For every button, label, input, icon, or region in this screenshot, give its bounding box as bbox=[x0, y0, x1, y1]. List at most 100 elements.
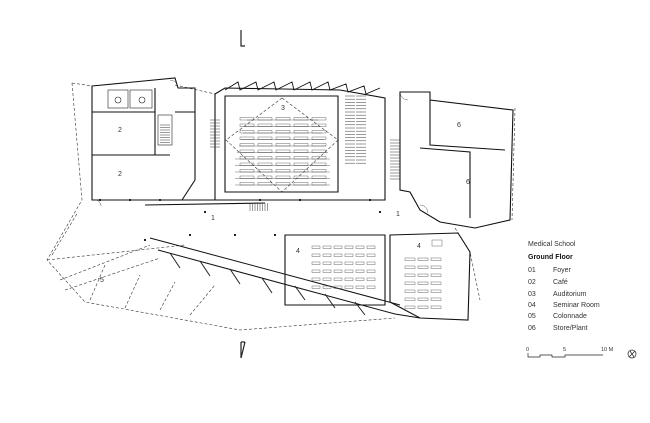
seminar-seat bbox=[404, 257, 416, 261]
seminar-seat bbox=[430, 289, 442, 293]
seminar-seat bbox=[404, 305, 416, 309]
seat-block bbox=[311, 143, 327, 147]
seminar-seat bbox=[322, 285, 332, 289]
seminar-seat bbox=[430, 297, 442, 301]
column bbox=[259, 199, 261, 201]
column bbox=[129, 199, 131, 201]
legend-name: Café bbox=[553, 279, 568, 286]
seminar-seat bbox=[322, 245, 332, 249]
seat-block bbox=[257, 169, 273, 173]
seat-block bbox=[275, 182, 291, 186]
column bbox=[369, 199, 371, 201]
cafe-service-rooms bbox=[107, 89, 173, 146]
seat-block bbox=[311, 175, 327, 179]
seminar-seat bbox=[344, 261, 354, 265]
door-swings bbox=[94, 79, 429, 214]
section-marker-bottom bbox=[240, 341, 246, 359]
seat-block bbox=[293, 149, 309, 153]
seminar-seat bbox=[404, 289, 416, 293]
seminar-seat bbox=[430, 265, 442, 269]
column bbox=[204, 211, 206, 213]
seat-block bbox=[311, 169, 327, 173]
room-label-cafe-upper: 2 bbox=[118, 127, 122, 134]
seat-block bbox=[275, 156, 291, 160]
seat-block bbox=[257, 143, 273, 147]
seminar-seat bbox=[311, 253, 321, 257]
room-label-store-upper: 6 bbox=[457, 122, 461, 129]
column bbox=[144, 239, 146, 241]
legend-name: Foyer bbox=[553, 267, 572, 274]
seminar-seat bbox=[333, 245, 343, 249]
legend-num: 02 bbox=[528, 279, 536, 286]
seat-block bbox=[275, 175, 291, 179]
legend-name: Store/Plant bbox=[553, 325, 588, 332]
seat-block bbox=[239, 143, 255, 147]
column bbox=[299, 199, 301, 201]
seminar-seat bbox=[344, 253, 354, 257]
seminar-seat bbox=[417, 257, 429, 261]
seat-block bbox=[257, 175, 273, 179]
seminar-seat bbox=[355, 253, 365, 257]
seminar-seat bbox=[417, 289, 429, 293]
seminar-seat bbox=[344, 277, 354, 281]
legend: Medical School Ground Floor 01 Foyer 02 … bbox=[528, 241, 600, 332]
room-label-seminar-left: 4 bbox=[296, 248, 300, 255]
column bbox=[189, 234, 191, 236]
seminar-seat bbox=[344, 285, 354, 289]
auditorium-seating bbox=[235, 117, 330, 186]
seat-block bbox=[293, 169, 309, 173]
legend-name: Colonnade bbox=[553, 313, 587, 320]
seat-block bbox=[239, 136, 255, 140]
seminar-seat bbox=[355, 269, 365, 273]
section-marker-top bbox=[240, 30, 245, 47]
seat-block bbox=[239, 175, 255, 179]
seat-block bbox=[293, 123, 309, 127]
seminar-seat bbox=[344, 245, 354, 249]
seat-block bbox=[239, 169, 255, 173]
seminar-seat bbox=[404, 281, 416, 285]
seminar-seat bbox=[344, 269, 354, 273]
seat-block bbox=[239, 123, 255, 127]
seat-block bbox=[257, 136, 273, 140]
seminar-seat bbox=[366, 261, 376, 265]
seminar-seat bbox=[333, 285, 343, 289]
scale-start: 0 bbox=[526, 347, 529, 353]
seat-block bbox=[257, 162, 273, 166]
seat-block bbox=[311, 117, 327, 121]
seminar-seat bbox=[404, 265, 416, 269]
seminar-seat bbox=[355, 277, 365, 281]
seminar-seating-right bbox=[404, 239, 443, 309]
room-label-store-lower: 6 bbox=[466, 179, 470, 186]
seat-block bbox=[275, 169, 291, 173]
seminar-seat bbox=[311, 269, 321, 273]
column bbox=[99, 199, 101, 201]
seat-block bbox=[293, 130, 309, 134]
room-label-foyer-right: 1 bbox=[396, 211, 400, 218]
legend-num: 01 bbox=[528, 267, 536, 274]
seminar-seat bbox=[355, 285, 365, 289]
seminar-seat bbox=[311, 245, 321, 249]
room-label-cafe-lower: 2 bbox=[118, 171, 122, 178]
seminar-seat bbox=[366, 245, 376, 249]
seminar-seat bbox=[355, 245, 365, 249]
seminar-seat bbox=[333, 261, 343, 265]
seminar-seat bbox=[430, 257, 442, 261]
seminar-seat bbox=[311, 285, 321, 289]
legend-num: 05 bbox=[528, 313, 536, 320]
seminar-seat bbox=[333, 277, 343, 281]
seat-block bbox=[293, 182, 309, 186]
seminar-seat bbox=[404, 273, 416, 277]
building-walls bbox=[91, 77, 514, 321]
seminar-seat bbox=[355, 261, 365, 265]
legend-num: 04 bbox=[528, 302, 536, 309]
seat-block bbox=[275, 136, 291, 140]
seminar-seat bbox=[417, 281, 429, 285]
seat-block bbox=[311, 149, 327, 153]
seat-block bbox=[239, 130, 255, 134]
seat-block bbox=[311, 130, 327, 134]
seat-block bbox=[293, 156, 309, 160]
seminar-seat bbox=[417, 273, 429, 277]
seat-block bbox=[257, 130, 273, 134]
seminar-seat bbox=[366, 269, 376, 273]
